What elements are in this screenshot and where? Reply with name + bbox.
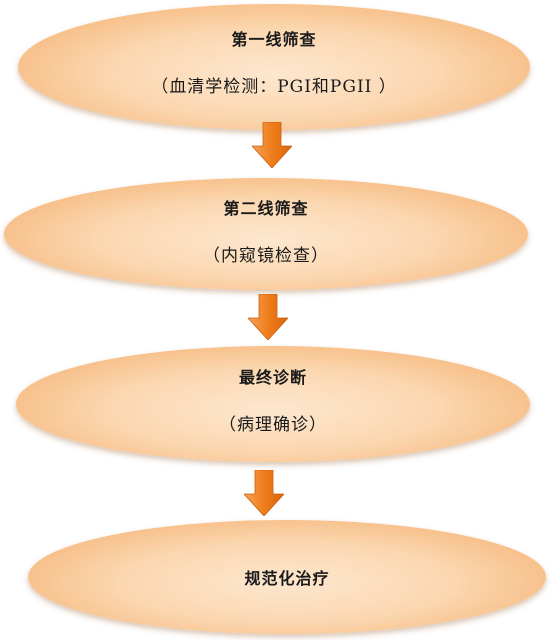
arrow-down-icon xyxy=(244,470,284,516)
step-subtitle: （内窥镜检查） xyxy=(203,245,329,266)
step-second-line-screening: 第二线筛查 （内窥镜检查） xyxy=(4,178,528,290)
step-final-diagnosis: 最终诊断 （病理确诊） xyxy=(16,346,530,462)
arrow-down-icon xyxy=(248,294,288,340)
step-title: 第一线筛查 xyxy=(231,29,317,49)
step-title: 第二线筛查 xyxy=(223,198,309,218)
step-standardized-treatment: 规范化治疗 xyxy=(28,520,546,634)
step-subtitle: （病理确诊） xyxy=(219,414,327,435)
step-subtitle: （血清学检测：PGI和PGII ） xyxy=(151,76,397,97)
step-title: 规范化治疗 xyxy=(244,569,330,588)
arrow-down-icon xyxy=(252,122,292,168)
step-title: 最终诊断 xyxy=(238,367,307,387)
step-first-line-screening: 第一线筛查 （血清学检测：PGI和PGII ） xyxy=(18,4,530,130)
